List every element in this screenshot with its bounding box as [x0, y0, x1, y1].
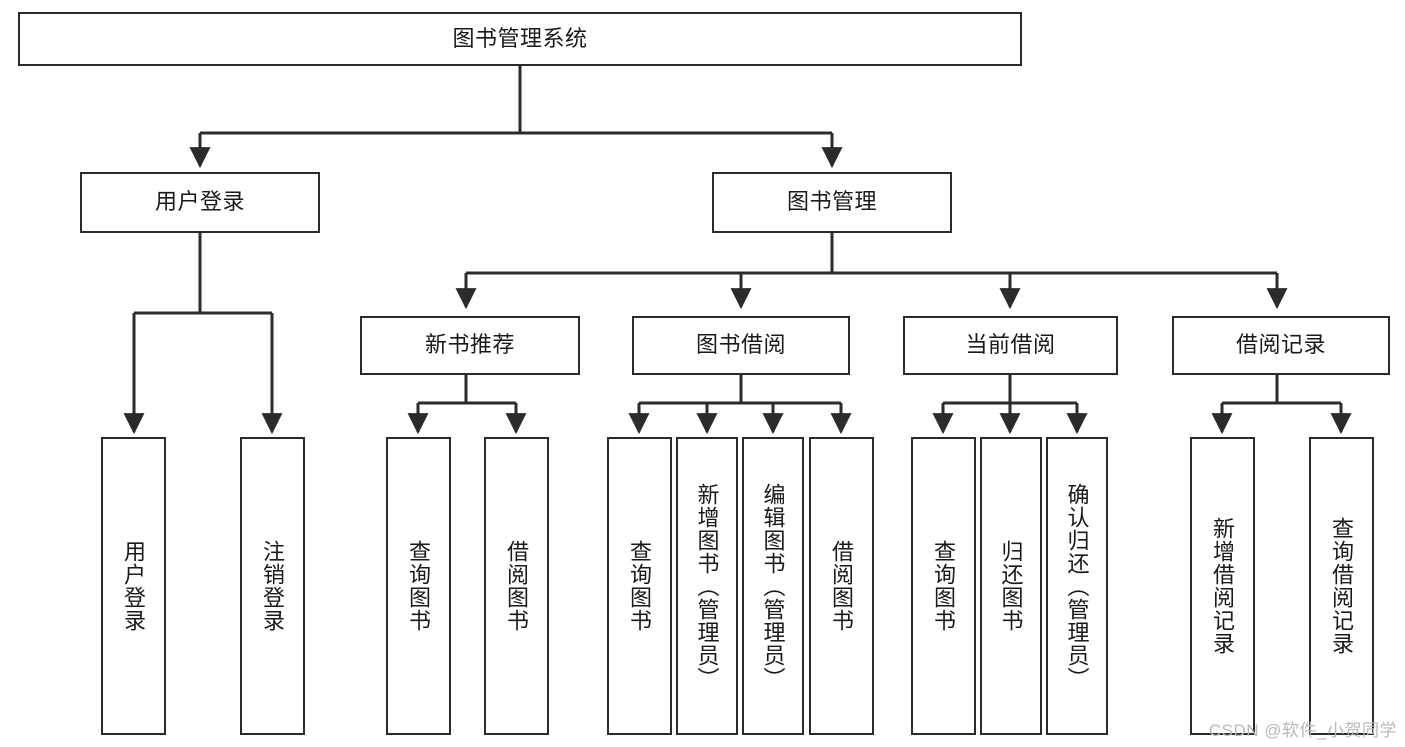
node-book-manage[interactable]: 图书管理	[712, 172, 952, 233]
node-leaf-query-borrow-record-label: 查询借阅记录	[1329, 517, 1355, 655]
node-leaf-edit-book[interactable]: 编辑图书（管理员）	[742, 437, 804, 735]
node-leaf-return-book[interactable]: 归还图书	[980, 437, 1042, 735]
node-leaf-add-borrow-record-label: 新增借阅记录	[1210, 517, 1236, 655]
node-leaf-borrow-book-1-label: 借阅图书	[504, 540, 530, 632]
node-leaf-return-book-label: 归还图书	[998, 540, 1024, 632]
node-leaf-confirm-return-label: 确认归还（管理员）	[1064, 482, 1090, 690]
node-leaf-user-login-label: 用户登录	[121, 540, 147, 632]
node-leaf-user-login[interactable]: 用户登录	[101, 437, 166, 735]
node-current-borrow-label: 当前借阅	[965, 332, 1056, 358]
node-root-label: 图书管理系统	[452, 25, 588, 51]
node-leaf-add-borrow-record[interactable]: 新增借阅记录	[1190, 437, 1255, 735]
node-book-borrow[interactable]: 图书借阅	[632, 316, 850, 375]
watermark-text: CSDN @软件_小贺同学	[1208, 721, 1397, 740]
node-user-login[interactable]: 用户登录	[80, 172, 320, 233]
node-leaf-query-book-3-label: 查询图书	[931, 540, 957, 632]
node-borrow-record[interactable]: 借阅记录	[1172, 316, 1390, 375]
node-leaf-logout-login-label: 注销登录	[260, 540, 286, 632]
node-root[interactable]: 图书管理系统	[18, 12, 1022, 66]
node-new-book-recommend-label: 新书推荐	[424, 332, 515, 358]
node-book-borrow-label: 图书借阅	[695, 332, 786, 358]
node-leaf-query-book-1[interactable]: 查询图书	[386, 437, 451, 735]
node-leaf-edit-book-label: 编辑图书（管理员）	[760, 482, 786, 690]
node-leaf-query-book-2-label: 查询图书	[627, 540, 653, 632]
node-leaf-borrow-book-1[interactable]: 借阅图书	[484, 437, 549, 735]
node-leaf-add-book[interactable]: 新增图书（管理员）	[676, 437, 738, 735]
node-leaf-borrow-book-2-label: 借阅图书	[829, 540, 855, 632]
node-leaf-logout-login[interactable]: 注销登录	[240, 437, 305, 735]
node-current-borrow[interactable]: 当前借阅	[903, 316, 1118, 375]
node-leaf-query-book-2[interactable]: 查询图书	[607, 437, 672, 735]
node-leaf-borrow-book-2[interactable]: 借阅图书	[809, 437, 874, 735]
node-borrow-record-label: 借阅记录	[1235, 332, 1326, 358]
node-leaf-query-book-3[interactable]: 查询图书	[911, 437, 976, 735]
node-leaf-confirm-return[interactable]: 确认归还（管理员）	[1046, 437, 1108, 735]
node-leaf-query-borrow-record[interactable]: 查询借阅记录	[1309, 437, 1374, 735]
node-leaf-query-book-1-label: 查询图书	[406, 540, 432, 632]
node-leaf-add-book-label: 新增图书（管理员）	[694, 482, 720, 690]
node-user-login-label: 用户登录	[154, 189, 245, 215]
node-book-manage-label: 图书管理	[786, 189, 877, 215]
node-new-book-recommend[interactable]: 新书推荐	[360, 316, 580, 375]
